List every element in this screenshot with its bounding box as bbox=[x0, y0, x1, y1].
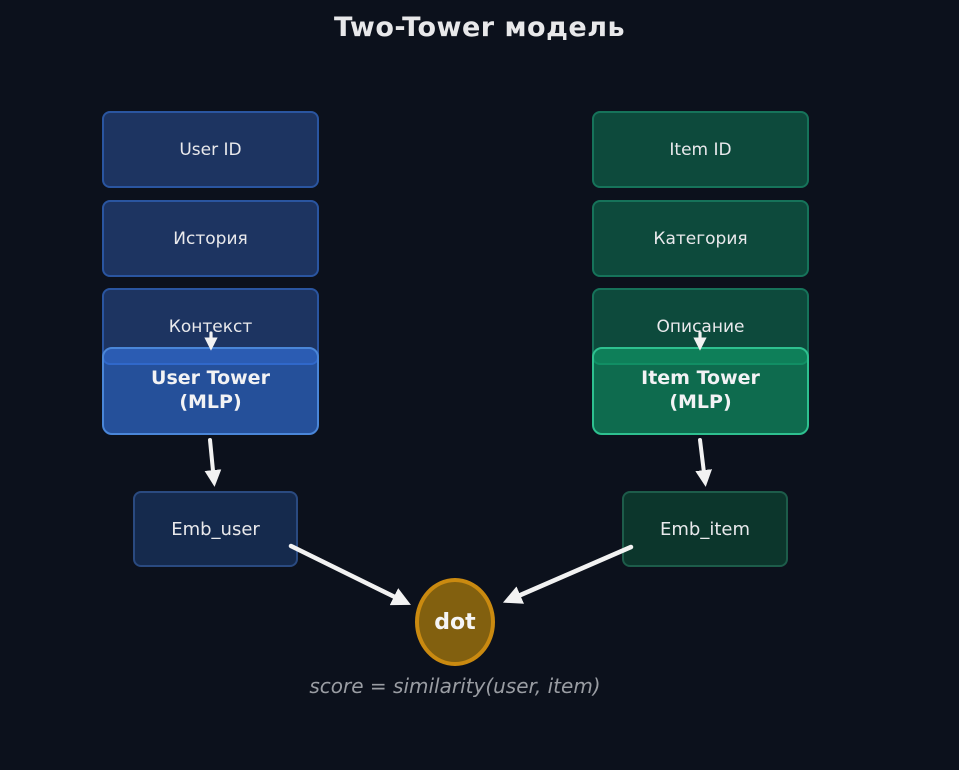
diagram-title: Two-Tower модель bbox=[333, 12, 626, 43]
item-tower-label-line2: (MLP) bbox=[669, 391, 732, 413]
item-category-node: Категория bbox=[592, 200, 809, 277]
user-tower-label-line1: User Tower bbox=[151, 367, 270, 390]
user-tower-label-line2: (MLP) bbox=[179, 391, 242, 413]
user-history-node: История bbox=[102, 200, 319, 277]
item-id-node: Item ID bbox=[592, 111, 809, 188]
item-tower-node: Item Tower (MLP) bbox=[592, 347, 809, 435]
score-caption: score = similarity(user, item) bbox=[309, 674, 601, 698]
user-tower-node: User Tower (MLP) bbox=[102, 347, 319, 435]
item-tower-label-line1: Item Tower bbox=[641, 367, 760, 390]
user-embedding-node: Emb_user bbox=[133, 491, 298, 567]
arrow-item-tower-to-emb-item bbox=[695, 438, 713, 487]
arrow-emb-user-to-dot bbox=[288, 543, 411, 606]
arrow-emb-item-to-dot bbox=[502, 544, 634, 604]
user-id-node: User ID bbox=[102, 111, 319, 188]
arrow-user-tower-to-emb-user bbox=[204, 438, 222, 487]
dot-product-node: dot bbox=[415, 578, 495, 666]
item-embedding-node: Emb_item bbox=[622, 491, 788, 567]
